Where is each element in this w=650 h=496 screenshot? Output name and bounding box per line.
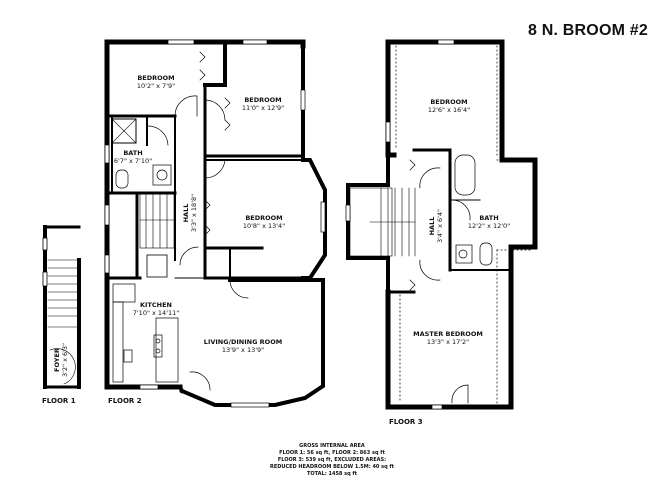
room-dimensions: 7'10" x 14'11": [132, 309, 180, 317]
floor-1-plan: [42, 225, 81, 389]
room-name: BEDROOM: [137, 74, 175, 82]
room-dimensions: 3'4" x 6'4": [436, 208, 444, 244]
area-summary: GROSS INTERNAL AREA FLOOR 1: 56 sq ft, F…: [222, 443, 442, 478]
room-bedroom-2: BEDROOM 11'0" x 12'9": [242, 96, 284, 112]
area-heading: GROSS INTERNAL AREA: [299, 443, 365, 449]
room-bedroom-floor-3: BEDROOM 12'6" x 16'4": [428, 98, 470, 114]
room-dimensions: 12'2" x 12'0": [467, 222, 511, 230]
floor-1-label: FLOOR 1: [42, 397, 76, 405]
room-bedroom-1: BEDROOM 10'2" x 7'9": [137, 74, 175, 90]
room-dimensions: 13'9" x 13'9": [221, 346, 265, 354]
floor-3-plan: [345, 39, 538, 410]
area-line-1: FLOOR 1: 56 sq ft, FLOOR 2: 863 sq ft: [279, 450, 385, 456]
floor-3-label: FLOOR 3: [389, 418, 423, 426]
floor-2-plan: [104, 39, 327, 408]
room-name: BEDROOM: [430, 98, 468, 106]
room-name: HALL: [428, 216, 436, 236]
room-dimensions: 12'6" x 16'4": [427, 106, 471, 114]
room-dimensions: 3'3" x 18'8": [190, 193, 198, 233]
room-dimensions: 10'2" x 7'9": [136, 82, 176, 90]
area-line-3: REDUCED HEADROOM BELOW 1.5M: 40 sq ft: [269, 464, 394, 470]
floor-2-label: FLOOR 2: [108, 397, 142, 405]
room-name: FOYER: [53, 348, 61, 372]
room-bath-floor-3: BATH 12'2" x 12'0": [468, 214, 510, 230]
room-kitchen: KITCHEN 7'10" x 14'11": [133, 301, 179, 317]
room-name: BATH: [123, 149, 143, 157]
room-bedroom-3: BEDROOM 10'8" x 13'4": [243, 214, 285, 230]
room-hall-floor-2: HALL 3'3" x 18'8": [182, 194, 198, 232]
room-foyer: FOYER 3'2" x 6'3": [53, 343, 69, 377]
room-living-dining: LIVING/DINING ROOM 13'9" x 13'9": [204, 338, 282, 354]
room-name: BEDROOM: [245, 214, 283, 222]
room-master-bedroom: MASTER BEDROOM 13'3" x 17'2": [413, 330, 483, 346]
room-dimensions: 11'0" x 12'9": [241, 104, 285, 112]
area-line-4: TOTAL: 1458 sq ft: [307, 471, 357, 477]
room-dimensions: 3'2" x 6'3": [61, 342, 69, 378]
room-name: BATH: [479, 214, 499, 222]
room-name: LIVING/DINING ROOM: [203, 338, 283, 346]
area-line-2: FLOOR 3: 539 sq ft, EXCLUDED AREAS:: [277, 457, 387, 463]
room-dimensions: 6'7" x 7'10": [113, 157, 153, 165]
property-title: 8 N. BROOM #2: [528, 22, 648, 39]
room-name: HALL: [182, 203, 190, 223]
room-dimensions: 10'8" x 13'4": [242, 222, 286, 230]
room-dimensions: 13'3" x 17'2": [426, 338, 470, 346]
room-bath-floor-2: BATH 6'7" x 7'10": [114, 149, 152, 165]
room-name: KITCHEN: [140, 301, 172, 309]
room-hall-floor-3: HALL 3'4" x 6'4": [428, 209, 444, 243]
room-name: BEDROOM: [244, 96, 282, 104]
room-name: MASTER BEDROOM: [413, 330, 483, 338]
